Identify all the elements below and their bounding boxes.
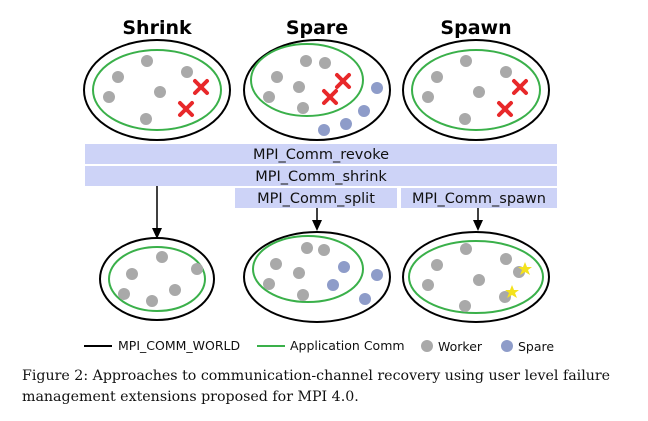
world-comm-ellipse bbox=[402, 231, 550, 323]
revoke-label: MPI_Comm_revoke bbox=[253, 147, 389, 163]
worker-dot bbox=[431, 71, 443, 83]
shrink-op-label: MPI_Comm_shrink bbox=[255, 169, 387, 185]
worker-dot bbox=[459, 113, 471, 125]
column-title-spawn: Spawn bbox=[440, 17, 511, 39]
worker-dot bbox=[293, 81, 305, 93]
worker-dot bbox=[297, 102, 309, 114]
application-comm-ellipse bbox=[92, 49, 222, 131]
worker-dot bbox=[118, 288, 130, 300]
world-comm-ellipse bbox=[99, 237, 215, 321]
recovery-diagram: Shrink Spare Spawn bbox=[83, 17, 557, 354]
spare-dot bbox=[327, 279, 339, 291]
failed-process-icon bbox=[512, 79, 528, 95]
worker-dot bbox=[422, 279, 434, 291]
legend-worker-swatch bbox=[421, 340, 433, 352]
worker-dot bbox=[141, 55, 153, 67]
spare-dot bbox=[371, 269, 383, 281]
spare-dot bbox=[340, 118, 352, 130]
spawn-before-group bbox=[402, 39, 550, 141]
worker-dot bbox=[191, 263, 203, 275]
worker-dot bbox=[146, 295, 158, 307]
worker-dot bbox=[459, 300, 471, 312]
spare-dot bbox=[358, 105, 370, 117]
worker-dot bbox=[270, 258, 282, 270]
world-comm-ellipse bbox=[402, 39, 550, 141]
spare-before-group bbox=[243, 39, 391, 141]
worker-dot bbox=[271, 71, 283, 83]
legend-world-label: MPI_COMM_WORLD bbox=[118, 338, 240, 353]
shrink-before-group bbox=[83, 39, 231, 141]
worker-dot bbox=[473, 86, 485, 98]
split-bar bbox=[235, 188, 397, 208]
world-comm-ellipse bbox=[83, 39, 231, 141]
worker-dot bbox=[140, 113, 152, 125]
spare-after-group bbox=[243, 231, 391, 323]
worker-dot bbox=[103, 91, 115, 103]
legend-spare-swatch bbox=[501, 340, 513, 352]
spare-dot bbox=[371, 82, 383, 94]
worker-dot bbox=[500, 66, 512, 78]
failed-process-icon bbox=[335, 73, 351, 89]
spare-dot bbox=[359, 293, 371, 305]
legend-worker-label: Worker bbox=[438, 339, 483, 354]
legend-app-label: Application Comm bbox=[290, 338, 405, 353]
revoke-bar bbox=[85, 144, 557, 164]
shrink-arrow bbox=[152, 186, 162, 239]
worker-dot bbox=[263, 278, 275, 290]
application-comm-ellipse bbox=[408, 240, 544, 314]
application-comm-ellipse bbox=[252, 235, 364, 303]
worker-dot bbox=[500, 253, 512, 265]
worker-dot bbox=[126, 268, 138, 280]
world-comm-ellipse bbox=[243, 39, 391, 141]
worker-dot bbox=[499, 291, 511, 303]
spawn-arrow bbox=[473, 208, 483, 231]
worker-dot bbox=[301, 242, 313, 254]
worker-dot bbox=[293, 267, 305, 279]
split-arrow bbox=[312, 208, 322, 231]
failed-process-icon bbox=[322, 89, 338, 105]
spare-dot bbox=[338, 261, 350, 273]
worker-dot bbox=[318, 244, 330, 256]
worker-dot bbox=[460, 243, 472, 255]
worker-dot bbox=[473, 274, 485, 286]
world-comm-ellipse bbox=[243, 231, 391, 323]
failed-process-icon bbox=[497, 101, 513, 117]
worker-dot bbox=[154, 86, 166, 98]
failed-process-icon bbox=[193, 79, 209, 95]
worker-dot bbox=[169, 284, 181, 296]
worker-dot bbox=[181, 66, 193, 78]
spawn-op-label: MPI_Comm_spawn bbox=[412, 191, 546, 207]
split-label: MPI_Comm_split bbox=[257, 191, 375, 207]
star-icon bbox=[505, 285, 519, 298]
column-title-spare: Spare bbox=[286, 17, 348, 39]
figure-caption: Figure 2: Approaches to communication-ch… bbox=[22, 368, 611, 405]
shrink-after-group bbox=[99, 237, 215, 321]
spare-dot bbox=[318, 124, 330, 136]
worker-dot bbox=[156, 251, 168, 263]
failed-process-icon bbox=[178, 101, 194, 117]
worker-dot bbox=[297, 289, 309, 301]
spawn-bar bbox=[401, 188, 557, 208]
spawn-after-group bbox=[402, 231, 550, 323]
application-comm-ellipse bbox=[411, 49, 541, 131]
application-comm-ellipse bbox=[108, 246, 206, 312]
legend-spare-label: Spare bbox=[518, 339, 554, 354]
worker-dot bbox=[431, 259, 443, 271]
legend: MPI_COMM_WORLD Application Comm Worker S… bbox=[84, 338, 554, 354]
worker-dot bbox=[422, 91, 434, 103]
star-icon bbox=[518, 262, 532, 275]
shrink-bar bbox=[85, 166, 557, 186]
worker-dot bbox=[319, 57, 331, 69]
worker-dot bbox=[460, 55, 472, 67]
worker-dot bbox=[300, 55, 312, 67]
worker-dot bbox=[263, 91, 275, 103]
column-title-shrink: Shrink bbox=[122, 17, 192, 39]
worker-dot bbox=[112, 71, 124, 83]
application-comm-ellipse bbox=[250, 43, 364, 117]
